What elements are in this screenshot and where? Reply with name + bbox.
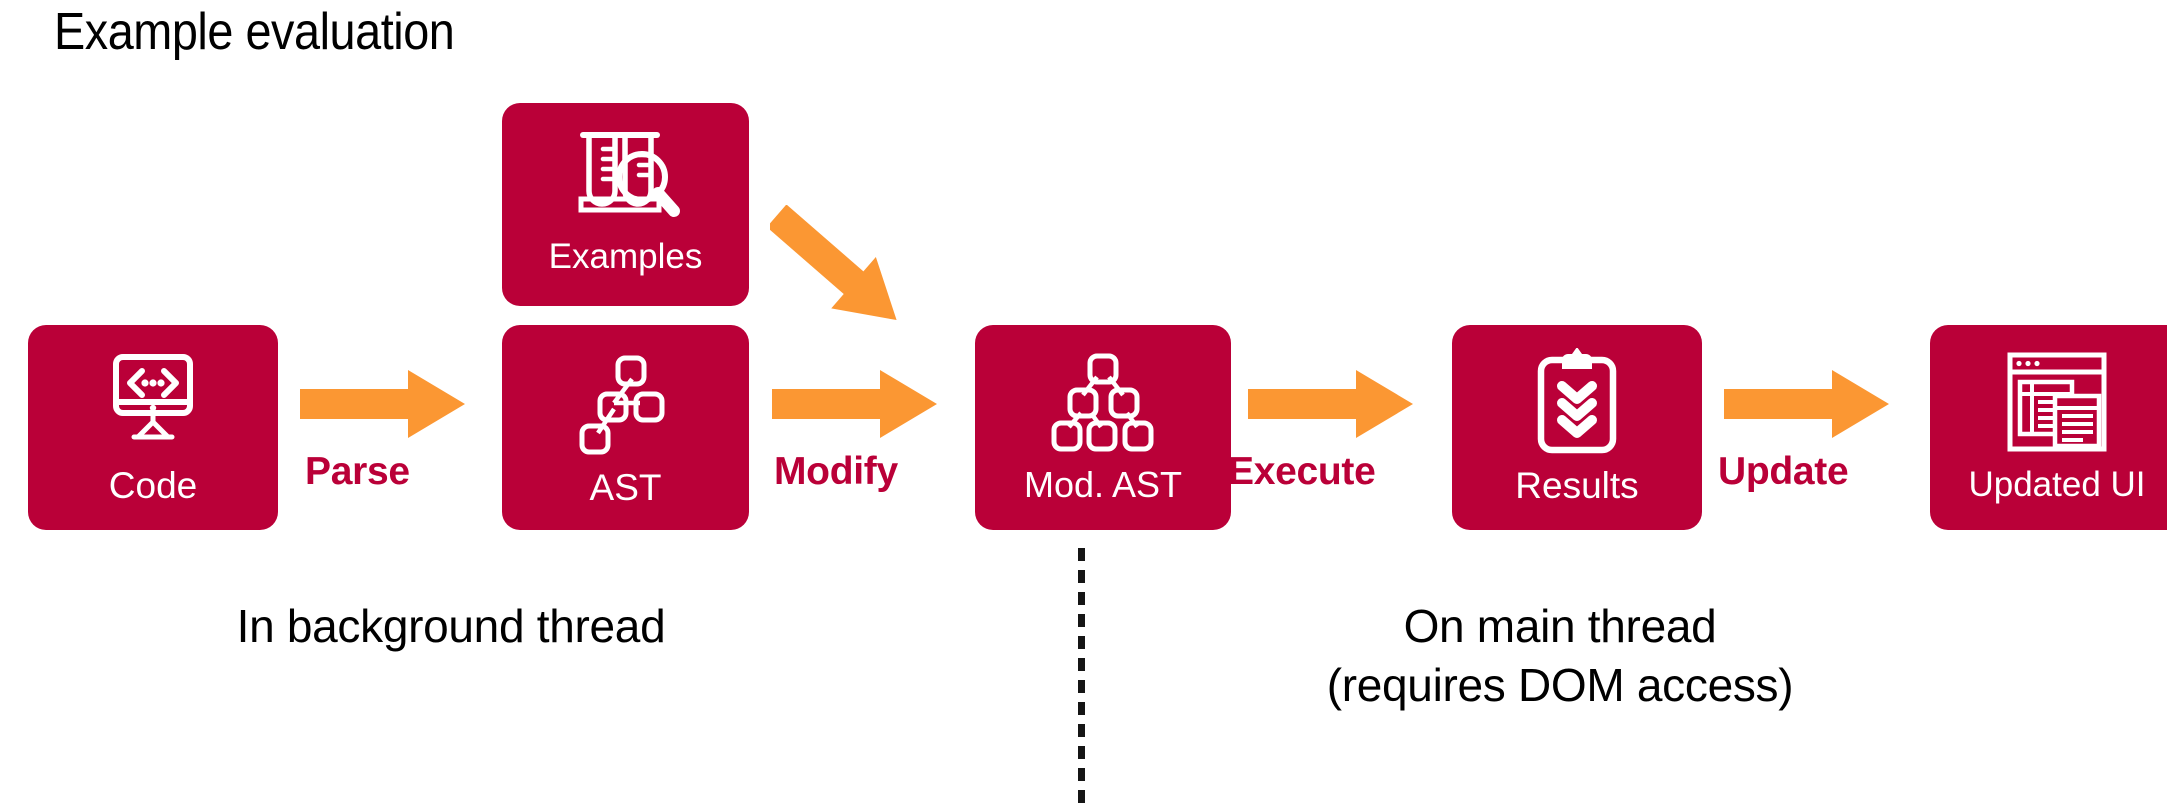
arrow-update-icon <box>1724 370 1889 438</box>
tree-nodes-expanded-icon <box>975 325 1231 457</box>
pipeline-node-label: Updated UI <box>1968 465 2146 504</box>
caption-main-thread-line1: On main thread <box>1403 600 1717 652</box>
thread-divider-dotted-line <box>1078 548 1085 805</box>
arrow-parse-icon <box>300 370 465 438</box>
pipeline-node-mod-ast: Mod. AST <box>975 325 1231 530</box>
arrow-label-execute: Execute <box>1228 450 1376 493</box>
pipeline-node-ast: AST <box>502 325 749 530</box>
arrow-execute-icon <box>1248 370 1413 438</box>
pipeline-node-label: AST <box>589 467 662 508</box>
pipeline-node-results: Results <box>1452 325 1702 530</box>
caption-main-thread-line2: (requires DOM access) <box>1326 658 1794 711</box>
pipeline-node-label: Mod. AST <box>1023 464 1183 505</box>
pipeline-node-label: Code <box>108 465 198 506</box>
arrow-examples-to-mod-ast-icon <box>766 204 940 345</box>
arrow-label-parse: Parse <box>305 450 410 493</box>
arrow-label-modify: Modify <box>774 450 898 493</box>
pipeline-node-code: Code <box>28 325 278 530</box>
pipeline-node-label: Results <box>1515 465 1639 506</box>
monitor-code-icon <box>28 325 278 461</box>
pipeline-node-updated-ui: Updated UI <box>1930 325 2167 530</box>
test-tubes-magnifier-icon <box>502 103 749 233</box>
pipeline-node-examples: Examples <box>502 103 749 306</box>
arrow-modify-icon <box>772 370 937 438</box>
page-title: Example evaluation <box>54 3 455 61</box>
pipeline-node-label: Examples <box>548 237 703 276</box>
browser-window-icon <box>1930 325 2167 461</box>
caption-main-thread: On main thread (requires DOM access) <box>1180 597 1940 715</box>
arrow-label-update: Update <box>1718 450 1849 493</box>
caption-background-thread: In background thread <box>236 600 666 652</box>
clipboard-checks-icon <box>1452 325 1702 461</box>
tree-nodes-icon <box>502 325 749 461</box>
